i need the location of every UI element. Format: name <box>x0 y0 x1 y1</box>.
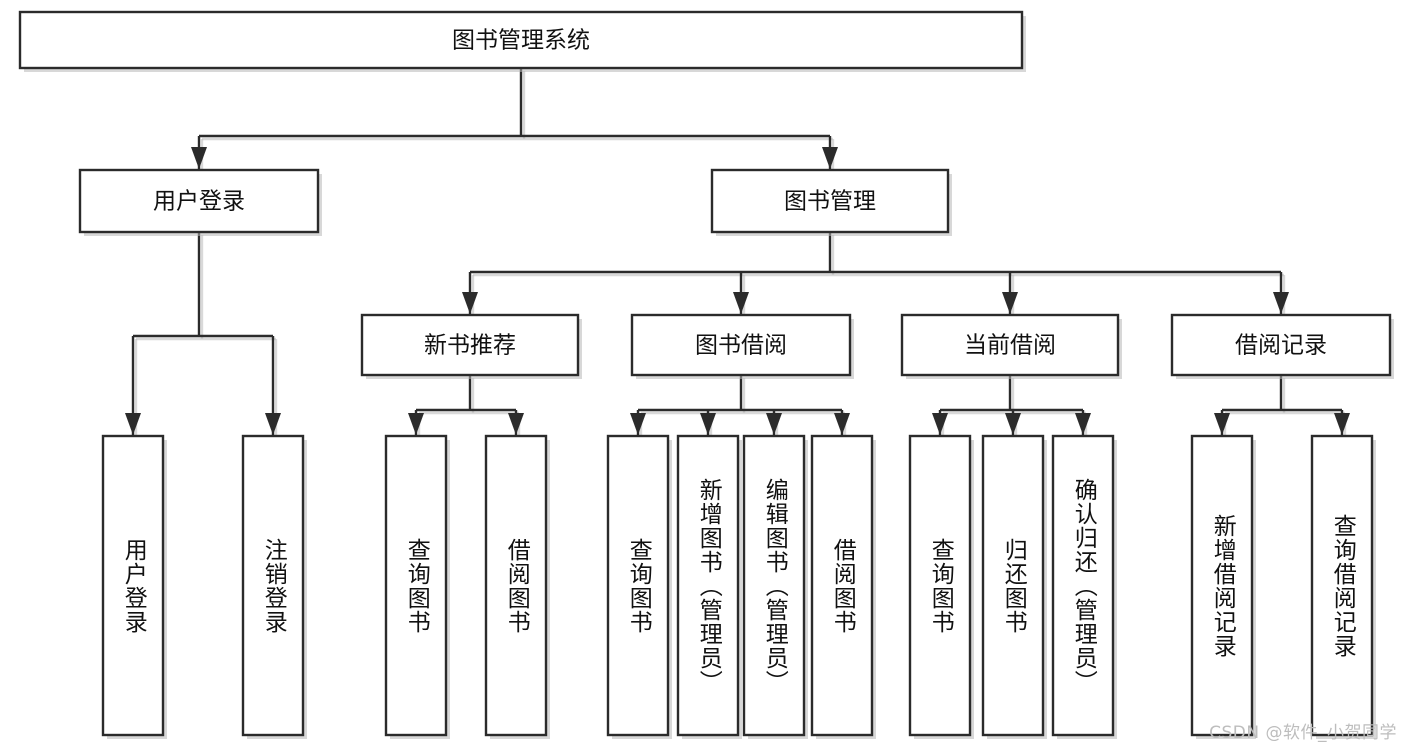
node-leaf-confirm-return-admin[interactable] <box>1051 434 1115 737</box>
node-leaf-return-book[interactable] <box>981 434 1045 737</box>
arrow-bm-to-l3-2 <box>1002 292 1018 314</box>
node-root[interactable] <box>18 10 1024 70</box>
watermark-text: CSDN @软件_小贺同学 <box>1209 723 1397 743</box>
node-leaf-query-book-borrow[interactable] <box>606 434 670 737</box>
node-leaf-query-borrow-record[interactable] <box>1310 434 1374 737</box>
node-borrow-record-label: 借阅记录 <box>1235 333 1327 359</box>
node-root-label: 图书管理系统 <box>452 28 590 54</box>
node-leaf-query-book-recommend[interactable] <box>384 434 448 737</box>
arrow-new-book-recommend-to-leaf-0 <box>408 413 424 435</box>
arrow-current-borrow-to-leaf-0 <box>932 413 948 435</box>
arrow-current-borrow-to-leaf-1 <box>1005 413 1021 435</box>
node-book-management[interactable] <box>710 168 950 234</box>
arrow-bm-to-l3-0 <box>462 292 478 314</box>
node-leaf-borrow-book-recommend[interactable] <box>484 434 548 737</box>
arrow-borrow-record-to-leaf-1 <box>1334 413 1350 435</box>
node-new-book-recommend-label: 新书推荐 <box>424 333 516 359</box>
node-leaf-logout[interactable] <box>241 434 305 737</box>
arrow-root-to-l2-1 <box>822 147 838 169</box>
arrow-current-borrow-to-leaf-2 <box>1075 413 1091 435</box>
arrow-book-borrow-to-leaf-3 <box>834 413 850 435</box>
arrow-borrow-record-to-leaf-0 <box>1214 413 1230 435</box>
node-leaf-add-borrow-record[interactable] <box>1190 434 1254 737</box>
node-user-login-label: 用户登录 <box>153 189 245 215</box>
node-leaf-add-book-admin[interactable] <box>676 434 740 737</box>
node-leaf-borrow-book[interactable] <box>810 434 874 737</box>
node-borrow-record[interactable] <box>1170 313 1392 377</box>
edges-layer <box>125 68 1350 438</box>
arrow-new-book-recommend-to-leaf-1 <box>508 413 524 435</box>
arrow-bm-to-l3-1 <box>733 292 749 314</box>
arrow-book-borrow-to-leaf-0 <box>630 413 646 435</box>
arrow-book-borrow-to-leaf-2 <box>766 413 782 435</box>
node-leaf-query-book-current[interactable] <box>908 434 972 737</box>
node-leaf-edit-book-admin[interactable] <box>742 434 806 737</box>
node-current-borrow[interactable] <box>900 313 1120 377</box>
node-book-management-label: 图书管理 <box>784 189 876 215</box>
node-book-borrow-label: 图书借阅 <box>695 333 787 359</box>
node-new-book-recommend[interactable] <box>360 313 580 377</box>
arrow-book-borrow-to-leaf-1 <box>700 413 716 435</box>
arrow-user-login-to-leaf-0 <box>125 413 141 435</box>
arrow-root-to-l2-0 <box>191 147 207 169</box>
arrow-user-login-to-leaf-1 <box>265 413 281 435</box>
node-book-borrow[interactable] <box>630 313 852 377</box>
arrow-bm-to-l3-3 <box>1273 292 1289 314</box>
node-current-borrow-label: 当前借阅 <box>964 333 1056 359</box>
node-leaf-user-login[interactable] <box>101 434 165 737</box>
node-user-login[interactable] <box>78 168 320 234</box>
